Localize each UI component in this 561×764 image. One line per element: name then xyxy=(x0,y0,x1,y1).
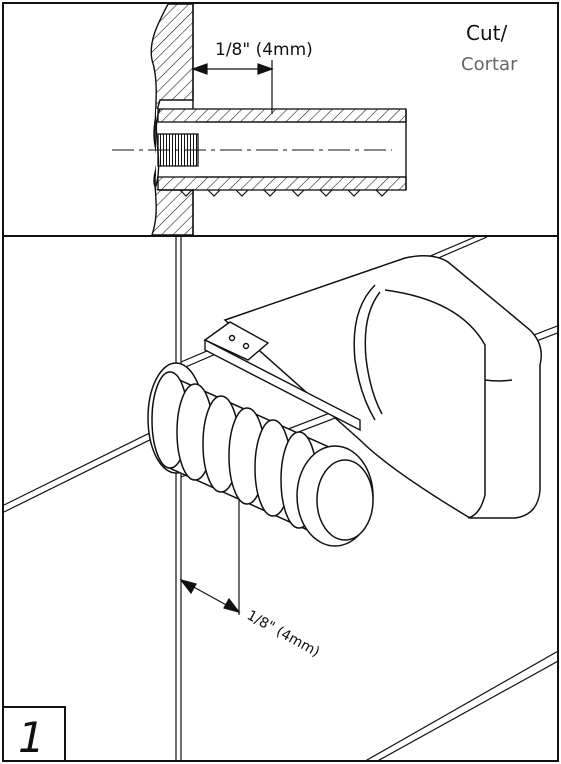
cut-label: Cut/ xyxy=(466,21,507,45)
isometric-view xyxy=(4,237,557,760)
main-dimension-arrow xyxy=(179,500,241,615)
detail-dimension-arrow xyxy=(191,60,274,114)
mounting-bracket xyxy=(203,321,361,432)
wall-section xyxy=(150,4,194,235)
main-dimension-label: 1/8" (4mm) xyxy=(244,608,322,661)
cross-section-detail xyxy=(112,4,407,235)
detail-dimension-label: 1/8" (4mm) xyxy=(215,40,313,60)
step-number: 1 xyxy=(18,713,45,762)
cut-label-es: Cortar xyxy=(461,54,518,75)
tube-wall-bottom xyxy=(157,176,407,191)
step-number-box xyxy=(2,706,66,762)
tube-wall-top xyxy=(157,108,407,123)
ribbed-sleeve xyxy=(151,371,374,547)
valve-box xyxy=(223,255,542,519)
tube-ridges xyxy=(179,189,389,197)
